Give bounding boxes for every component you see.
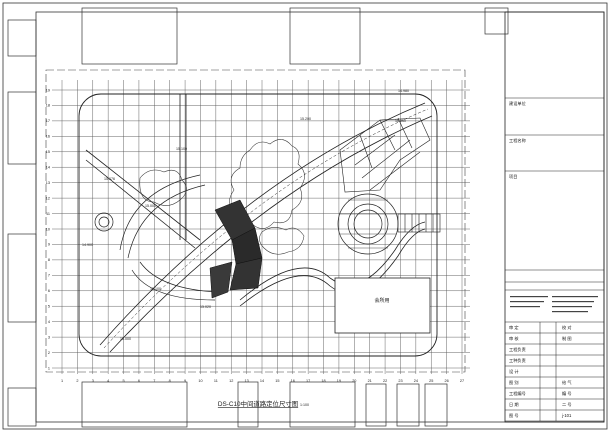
title-block-field-label: 审 定 xyxy=(509,324,519,331)
diagonal-road xyxy=(99,102,433,353)
elevation-note: 15.020 xyxy=(200,305,211,309)
grid-column-label: 15 xyxy=(275,379,279,383)
grid-row-label: 9 xyxy=(48,243,50,247)
grid-row-label: 5 xyxy=(48,305,50,309)
west-circle-plaza xyxy=(94,174,221,301)
elevation-note: 15.100 xyxy=(176,147,187,151)
elevation-note: 14.980 xyxy=(398,89,409,93)
title-block-label: 项目 xyxy=(509,174,517,180)
plaza-outline xyxy=(78,93,438,357)
grid-column-label: 4 xyxy=(107,379,109,383)
grid-column-label: 1 xyxy=(61,379,63,383)
drawing-title: DS-C10中间道路定位尺寸图 xyxy=(218,399,298,408)
grid-row-label: 3 xyxy=(48,335,50,339)
grid-row-label: 8 xyxy=(48,258,50,262)
grid-row-label: 14 xyxy=(46,166,50,170)
grid-column-label: 8 xyxy=(169,379,171,383)
east-entry xyxy=(397,213,441,233)
grid-column-label: 9 xyxy=(184,379,186,383)
title-block-field-value: j-101 xyxy=(561,413,572,418)
grid-column-label: 10 xyxy=(198,379,202,383)
grid-row-label: 11 xyxy=(46,212,50,216)
title-block-field-value: 校 对 xyxy=(562,324,572,331)
hatched-stage xyxy=(209,199,263,299)
elevation-note: 15.000 xyxy=(120,337,131,341)
elevation-note: 15.076 xyxy=(104,177,115,181)
grid-row-label: 2 xyxy=(48,351,50,355)
grid-column-label: 17 xyxy=(306,379,310,383)
grid-column-label: 13 xyxy=(244,379,248,383)
title-block-field-value: 编 号 xyxy=(562,390,572,397)
title-block-field-label: 设 计 xyxy=(509,368,519,375)
title-block-field-label: 审 核 xyxy=(509,335,519,342)
grid-row-label: 19 xyxy=(46,88,50,92)
grid-row-label: 18 xyxy=(46,104,50,108)
tree-clusters xyxy=(139,139,305,255)
grid-column-label: 26 xyxy=(444,379,448,383)
grid-row-label: 15 xyxy=(46,150,50,154)
grid-column-label: 11 xyxy=(214,379,218,383)
grid-column-label: 5 xyxy=(122,379,124,383)
grid-column-label: 7 xyxy=(153,379,155,383)
title-block-field-label: 图 别 xyxy=(509,379,519,386)
grid-column-label: 16 xyxy=(291,379,295,383)
elevation-notes: 15.100 15.076 15.000 14.900 15.100 15.00… xyxy=(82,89,409,341)
title-block-field-value: 二 号 xyxy=(562,402,572,408)
drawing-scale: 1:100 xyxy=(300,403,309,407)
title-block-field-label: 工程负责 xyxy=(509,346,526,353)
title-block-fine-print xyxy=(510,296,598,313)
grid-column-label: 3 xyxy=(92,379,94,383)
surrounding-buildings xyxy=(7,7,509,428)
title-block-field-label: 工程编号 xyxy=(509,390,526,397)
grid-column-label: 6 xyxy=(138,379,140,383)
grid-column-label: 24 xyxy=(414,379,418,383)
grid-row-label: 16 xyxy=(46,135,50,139)
grid-column-label: 22 xyxy=(383,379,387,383)
grid-column-label: 19 xyxy=(337,379,341,383)
elevation-note: 15.050 xyxy=(395,119,406,123)
title-block-label: 工程名称 xyxy=(509,137,526,144)
grid-column-label: 23 xyxy=(398,379,402,383)
grid-row-label: 10 xyxy=(46,227,50,231)
title-block-field-label: 工种负责 xyxy=(509,357,526,364)
grid-column-label: 2 xyxy=(76,379,78,383)
nw-path xyxy=(85,94,201,249)
clubhouse-label: 会所用 xyxy=(374,297,389,304)
east-round-plaza xyxy=(337,193,399,255)
title-block-label: 建设单位 xyxy=(509,100,526,107)
elevation-note: 14.900 xyxy=(82,243,93,247)
elevation-note: 15.200 xyxy=(300,117,311,121)
grid-column-label: 25 xyxy=(429,379,433,383)
elevation-note: 15.100 xyxy=(150,287,161,291)
grid-row-label: 17 xyxy=(46,119,50,123)
grid-column-label: 12 xyxy=(229,379,233,383)
clubhouse-building xyxy=(334,277,431,334)
grid-column-label: 21 xyxy=(368,379,372,383)
elevation-note: 15.000 xyxy=(145,204,156,208)
grid-column-label: 18 xyxy=(321,379,325,383)
grid-row-label: 13 xyxy=(46,181,50,185)
title-block-field-value: 给 气 xyxy=(562,379,572,386)
grid-column-label: 20 xyxy=(352,379,356,383)
grid-column-label: 14 xyxy=(260,379,264,383)
title-block-field-label: 日 期 xyxy=(509,402,519,408)
grid-row-label: 7 xyxy=(48,274,50,278)
grid-row-label: 12 xyxy=(46,196,50,200)
title-block-field-label: 图 号 xyxy=(509,413,519,419)
grid-row-label: 6 xyxy=(48,289,50,293)
site-boundary xyxy=(45,69,466,373)
grid-column-label: 27 xyxy=(460,379,464,383)
grid-row-label: 4 xyxy=(48,320,50,324)
title-block-field-value: 制 图 xyxy=(562,335,572,342)
grid-row-label: 1 xyxy=(48,366,50,370)
stepped-terrace xyxy=(339,117,431,193)
